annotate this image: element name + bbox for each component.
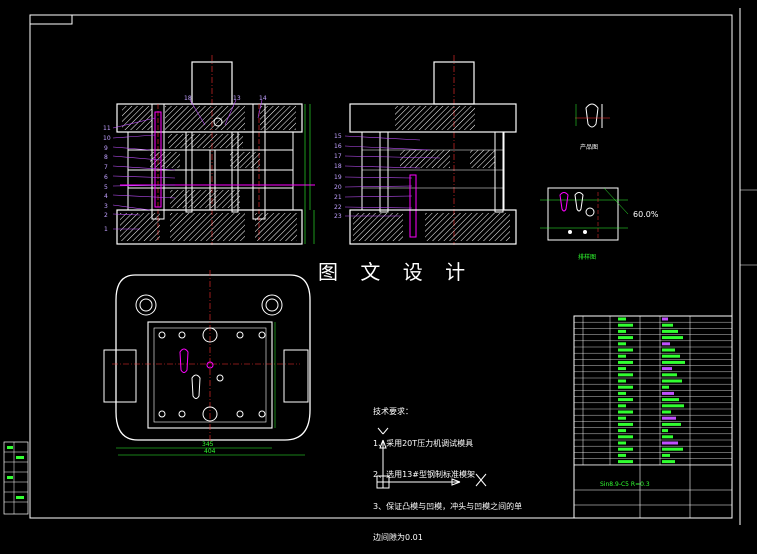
front-section-view: 11 10 9 8 7 6 5 4 3 2 1 18 13 14 bbox=[103, 55, 315, 245]
bom-cell-mark bbox=[618, 435, 633, 439]
bom-cell-mark bbox=[618, 336, 633, 340]
title-block-note: Sin8.9-C5 R=0.3 bbox=[600, 481, 650, 488]
part-label: 6 bbox=[104, 174, 108, 181]
tech-req-line: 1、采用20T压力机调试模具 bbox=[373, 438, 474, 448]
bom-cell-mark bbox=[662, 429, 668, 433]
bom-cell-mark bbox=[662, 447, 683, 451]
part-label: 4 bbox=[104, 193, 108, 200]
bom-cell-mark bbox=[618, 410, 633, 414]
tech-req-line: 边间隙为0.01 bbox=[373, 533, 423, 542]
cad-drawing-sheet: 11 10 9 8 7 6 5 4 3 2 1 18 13 14 bbox=[3, 8, 757, 525]
tech-req-line: 2、选用13#型钢制标准模架 bbox=[373, 470, 475, 479]
part-label: 19 bbox=[334, 174, 342, 181]
bom-cell-mark bbox=[618, 447, 633, 451]
drawing-title: 图 文 设 计 bbox=[318, 260, 474, 284]
bom-cell-mark bbox=[662, 441, 678, 445]
part-label: 8 bbox=[104, 154, 108, 161]
bom-cell-mark bbox=[618, 342, 626, 346]
strip-layout-view bbox=[540, 187, 629, 241]
bom-cell-mark bbox=[618, 441, 626, 445]
left-margin-table bbox=[3, 441, 29, 515]
bom-cell-mark bbox=[662, 323, 673, 327]
outer-frame bbox=[29, 14, 733, 519]
bom-cell-mark bbox=[662, 317, 668, 321]
bom-cell-mark bbox=[618, 391, 626, 395]
bom-cell-mark bbox=[662, 422, 681, 426]
bom-cell-mark bbox=[618, 379, 626, 383]
bom-cell-mark bbox=[618, 329, 626, 333]
bom-cell-mark bbox=[662, 354, 680, 358]
product-view bbox=[575, 103, 610, 128]
part-label: 14 bbox=[259, 95, 267, 102]
part-label: 1 bbox=[104, 226, 108, 233]
product-view-caption: 产品图 bbox=[580, 144, 599, 151]
bom-cell-mark bbox=[662, 385, 669, 389]
outer-width-dimension: 404 bbox=[204, 448, 216, 455]
tech-req-line: 技术要求： bbox=[373, 407, 413, 416]
bom-cell-mark bbox=[618, 385, 633, 389]
ucs-axis-icon bbox=[376, 427, 487, 489]
part-label: 7 bbox=[104, 164, 108, 171]
tech-req-line: 3、保证凸模与凹模，冲头与凹模之间的单 bbox=[373, 501, 523, 511]
part-label: 22 bbox=[334, 204, 342, 211]
part-label: 18 bbox=[184, 95, 192, 102]
part-label: 21 bbox=[334, 194, 342, 201]
part-label: 5 bbox=[104, 184, 108, 191]
bom-cell-mark bbox=[662, 342, 670, 346]
bom-cell-mark bbox=[618, 422, 633, 426]
bom-cell-mark bbox=[662, 453, 670, 457]
bom-cell-mark bbox=[618, 323, 633, 327]
bom-cell-mark bbox=[618, 354, 626, 358]
part-label: 16 bbox=[334, 143, 342, 150]
bom-cell-mark bbox=[618, 373, 633, 377]
part-label: 3 bbox=[104, 203, 108, 210]
material-utilization: 60.0% bbox=[633, 210, 659, 219]
part-label: 11 bbox=[103, 125, 111, 132]
bom-cell-mark bbox=[618, 460, 633, 464]
bom-cell-mark bbox=[662, 391, 674, 395]
bom-cell-mark bbox=[662, 398, 679, 402]
part-label: 2 bbox=[104, 212, 108, 219]
bom-cell-mark bbox=[662, 348, 675, 352]
bom-cell-mark bbox=[618, 404, 626, 408]
corner-tab bbox=[30, 15, 73, 25]
bom-cell-mark bbox=[618, 367, 626, 371]
bom-cell-mark bbox=[618, 348, 633, 352]
bom-cell-mark bbox=[662, 336, 683, 340]
bom-cell-mark bbox=[618, 317, 626, 321]
bom-cell-mark bbox=[662, 404, 684, 408]
part-label: 9 bbox=[104, 145, 108, 152]
strip-layout-caption: 排样图 bbox=[578, 254, 597, 261]
side-section-view: 15 16 17 18 19 20 21 22 23 bbox=[334, 55, 517, 245]
part-label: 13 bbox=[233, 95, 241, 102]
bom-cell-mark bbox=[662, 329, 678, 333]
bom-cell-mark bbox=[662, 360, 685, 364]
part-label: 20 bbox=[334, 184, 342, 191]
bom-cell-mark bbox=[618, 398, 633, 402]
bom-cell-mark bbox=[618, 360, 633, 364]
bom-cell-mark bbox=[662, 367, 672, 371]
bom-cell-mark bbox=[662, 410, 671, 414]
part-label: 23 bbox=[334, 213, 342, 220]
bom-cell-mark bbox=[662, 435, 673, 439]
bom-cell-mark bbox=[618, 453, 626, 457]
bom-cell-mark bbox=[662, 373, 677, 377]
bom-cell-mark bbox=[662, 460, 675, 464]
part-label: 15 bbox=[334, 133, 342, 140]
part-label: 10 bbox=[103, 135, 111, 142]
bom-cell-mark bbox=[662, 416, 676, 420]
part-label: 18 bbox=[334, 163, 342, 170]
plan-view: 345 404 bbox=[103, 270, 311, 456]
bom-cell-mark bbox=[662, 379, 682, 383]
bom-cell-mark bbox=[618, 416, 626, 420]
technical-requirements: 技术要求： 1、采用20T压力机调试模具 2、选用13#型钢制标准模架 3、保证… bbox=[373, 386, 522, 554]
width-dimension: 345 bbox=[202, 441, 214, 448]
bom-cell-mark bbox=[618, 429, 626, 433]
part-label: 17 bbox=[334, 153, 342, 160]
bill-of-materials-table: Sin8.9-C5 R=0.3 bbox=[573, 315, 733, 519]
